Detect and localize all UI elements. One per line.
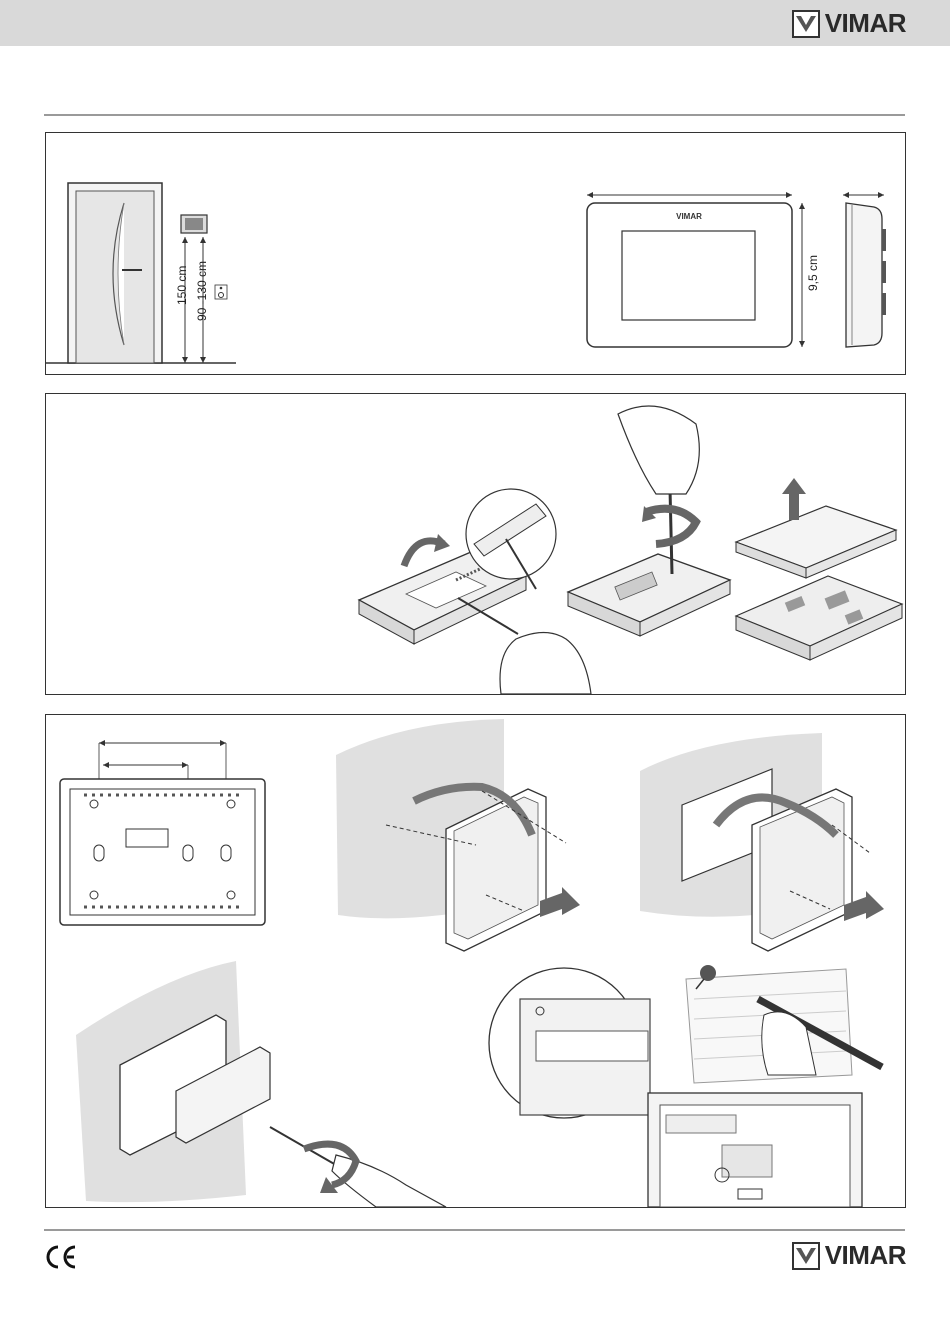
top-rule (44, 114, 905, 116)
device-logo: VIMAR (676, 212, 702, 221)
mount-height-label: 150 cm (175, 266, 189, 305)
bottom-rule (44, 1229, 905, 1231)
wall-mount-plugs (336, 719, 566, 951)
device-electronics (736, 576, 902, 660)
back-plate-drawing (60, 740, 265, 925)
device-side-view (843, 192, 886, 347)
panel-dimensions: 150 cm 90 -130 cm VIMAR 9,5 cm (45, 132, 906, 375)
panel-mounting (45, 714, 906, 1208)
wall-box-mount (640, 733, 870, 951)
cover-fixing (76, 961, 446, 1207)
brand-name: VIMAR (825, 8, 906, 39)
mount-range-label: 90 -130 cm (195, 261, 209, 321)
device-open-base (568, 554, 730, 636)
device-front-view: VIMAR 9,5 cm (587, 192, 820, 347)
opening-illustration (46, 394, 905, 694)
footer-brand-name: VIMAR (825, 1240, 906, 1271)
header-brand: VIMAR (792, 8, 906, 39)
device-cover-lifted (736, 506, 896, 578)
dimensions-illustration: 150 cm 90 -130 cm VIMAR 9,5 cm (46, 133, 905, 374)
pin-icon (700, 965, 716, 981)
vimar-logo-icon (792, 10, 820, 38)
installed-device (648, 1093, 862, 1207)
ce-mark-icon (44, 1243, 78, 1271)
door-drawing (68, 183, 162, 363)
hand-drawing (500, 633, 591, 695)
wheelchair-icon (215, 285, 227, 299)
mounting-illustration (46, 715, 905, 1207)
vimar-logo-icon (792, 1242, 820, 1270)
note-and-pencil (686, 965, 882, 1083)
footer-brand: VIMAR (792, 1240, 906, 1271)
panel-opening (45, 393, 906, 695)
device-height-label: 9,5 cm (806, 255, 820, 291)
label-detail (489, 968, 650, 1118)
